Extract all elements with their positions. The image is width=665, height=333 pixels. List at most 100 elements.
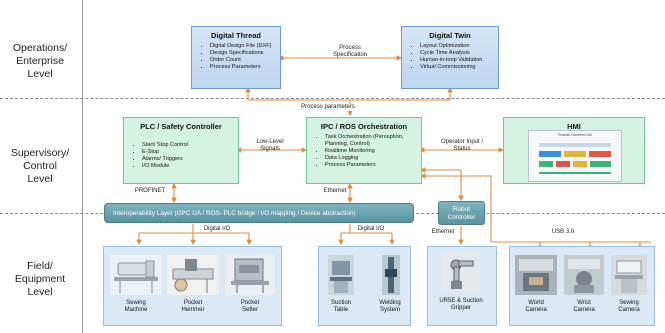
label-line: System [379,307,400,313]
label-line: Sewing [619,300,639,306]
level-line: Control [23,160,57,172]
list-item: Start/ Stop Control [142,142,238,149]
label-ethernet-mid: Ethernet [323,188,347,194]
label-operator-input: Operator Input / Status [426,139,498,153]
label-line: Hemmer [181,307,205,313]
digital-twin-box: Digital Twin Layout Optimization Cycle T… [401,26,499,89]
label-line: Controller [447,214,476,221]
label-line: Wrist [577,300,591,306]
device-label-pocket-setter: Pocket Setter [226,300,274,314]
list-item: Realtime Monitoring [325,148,421,155]
label-line: Pocket [183,300,203,306]
hmi-button-blue [539,151,561,157]
label-profinet: PROFINET [134,188,166,194]
level-line: Level [27,173,53,185]
list-item: Layout Optimization [420,43,498,50]
pocket-setter-image [225,255,275,295]
level-line: Supervisory/ [10,147,70,159]
wrist-camera-image [564,255,604,295]
label-line: Pocket [240,300,260,306]
hmi-button-red [556,161,570,167]
sewing-machine-image [110,255,162,295]
hmi-button-green [539,161,553,167]
device-label-pocket-hemmer: Pocket Hemmer [169,300,217,314]
device-label-ur5e: UR5E & Suction Gripper [428,298,494,312]
label-line: Machine [124,307,148,313]
ipc-list: Task Orchestration (Perception, Planning… [307,134,421,169]
digital-thread-list: Digital Design File (DXF) Design Specifi… [192,43,280,71]
label-line: Camera [618,307,640,313]
label-process-parameters: Process parameters [288,104,368,111]
label-line: Process [339,45,361,51]
label-line: UR5E & Suction [439,298,483,304]
label-line: Setter [241,307,258,313]
level-line: Level [27,286,53,298]
ipc-box: IPC / ROS Orchestration Task Orchestrati… [306,117,422,184]
hmi-button-red [589,151,611,157]
list-item: Alarms/ Triggers [142,156,238,163]
label-ethernet-right: Ethernet [431,229,455,235]
list-item: Design Specifications [210,50,280,57]
level-line: Operations/ [12,42,68,54]
list-item: Process Parameters [325,162,421,169]
digital-thread-title: Digital Thread [210,31,261,40]
robot-controller: Robot Controller [438,201,485,225]
label-line: World [528,300,544,306]
label-line: Robot [452,206,471,213]
device-label-welding-system: Welding System [370,300,410,314]
digital-thread-box: Digital Thread Digital Design File (DXF)… [191,26,281,89]
device-label-sewing-machine: Sewing Machine [112,300,160,314]
ur5e-robot-image [442,253,480,293]
label-line: Table [333,307,349,313]
plc-list: Start/ Stop Control E-Stop Alarms/ Trigg… [124,142,238,170]
level-line: Equipment [14,273,66,285]
list-item: Task Orchestration (Perception, Planning… [325,134,421,148]
label-low-level-signals: Low-Level Signals [245,139,295,153]
level-divider-1 [0,98,665,99]
label-line: Camera [525,307,547,313]
label-line: Specification [332,52,368,58]
list-item: Data Logging [325,155,421,162]
hmi-screen-thumbnail: Robotic Garment Cell [528,130,622,182]
label-digital-io-2: Digital I/O [357,226,385,232]
level-label-supervisory: Supervisory/ Control Level [0,147,80,186]
arrow-ipc-robot [419,167,464,202]
list-item: Human-in-loop Validation [420,57,498,64]
device-label-suction-table: Suction Table [322,300,360,314]
list-item: E-Stop [142,149,238,156]
hmi-button-yellow [564,151,586,157]
level-label-operations: Operations/ Enterprise Level [0,42,80,81]
label-line: Sewing [126,300,146,306]
label-line: Operator Input / [440,139,484,145]
plc-box: PLC / Safety Controller Start/ Stop Cont… [123,117,239,184]
device-label-sewing-camera: Sewing Camera [609,300,649,314]
world-camera-image [515,255,557,295]
list-item: Cycle Time Analysis [420,50,498,57]
list-item: Digital Design File (DXF) [210,43,280,50]
suction-table-image [328,255,354,295]
level-divider-vertical [82,0,83,333]
level-line: Enterprise [16,55,64,67]
device-label-world-camera: World Camera [516,300,556,314]
hmi-status-bar [539,143,611,147]
sewing-camera-image [611,255,647,295]
level-label-field: Field/ Equipment Level [0,260,80,299]
list-item: I/O Module [142,163,238,170]
digital-twin-list: Layout Optimization Cycle Time Analysis … [402,43,498,71]
list-item: Order Count [210,57,280,64]
pocket-hemmer-image [167,255,219,295]
label-line: Status [453,146,471,152]
hmi-button-yellow [573,161,587,167]
ipc-title: IPC / ROS Orchestration [320,122,408,131]
list-item: Process Parameters [210,64,280,71]
hmi-progress-bar [539,172,611,174]
digital-twin-title: Digital Twin [429,31,471,40]
level-line: Field/ [27,260,53,272]
interoperability-layer: Interoperability Layer (OPC UA / ROS–PLC… [104,203,414,223]
level-line: Level [27,68,53,80]
label-line: Suction [330,300,351,306]
arrow-process-parameters-bus [245,86,453,101]
label-digital-io-1: Digital I/O [203,226,231,232]
label-line: Signals [260,146,280,152]
label-line: Low-Level [256,139,284,145]
